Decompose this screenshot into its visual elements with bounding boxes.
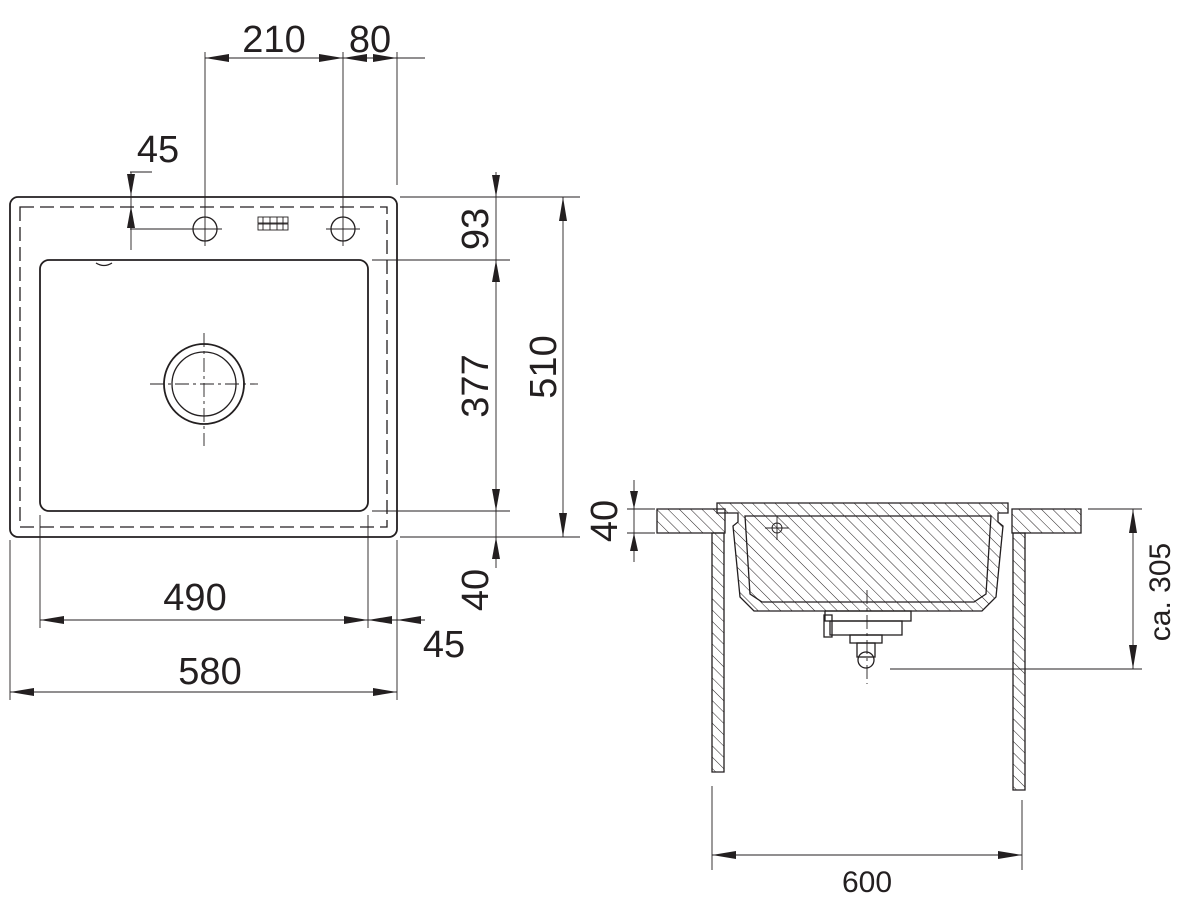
dim-overall-width: 580 <box>178 651 241 693</box>
cabinet-wall-left <box>711 532 725 773</box>
brand-logo <box>257 216 289 231</box>
dim-cabinet-width: 600 <box>842 866 892 898</box>
dim-bowl-depth: 377 <box>455 354 497 417</box>
dim-rim-depth-front: 40 <box>455 569 497 611</box>
tap-hole-right <box>326 212 360 246</box>
dim-installation-depth: ca. 305 <box>1144 543 1177 641</box>
dim-tap-hole-edge-offset: 80 <box>349 19 391 61</box>
dim-worktop-thickness: 40 <box>584 500 626 542</box>
section-view: 40 ca. 305 600 <box>584 480 1177 898</box>
tap-hole-left <box>188 212 222 246</box>
top-view: 210 80 45 93 377 40 510 490 45 580 <box>9 19 580 700</box>
cutout-dashed-outline <box>19 206 388 528</box>
cabinet-wall-right <box>1012 532 1026 791</box>
bowl-outline <box>39 259 369 512</box>
overflow-hole <box>765 516 789 540</box>
sink-outer-outline <box>9 196 398 538</box>
waste-fitting <box>823 590 912 684</box>
sink-bowl-section <box>716 502 1009 612</box>
dim-rim-depth-back: 93 <box>455 208 497 250</box>
dim-overflow-offset: 45 <box>137 129 179 171</box>
dim-bowl-width: 490 <box>163 577 226 619</box>
worktop-right <box>1011 508 1082 534</box>
dim-overall-depth: 510 <box>523 335 565 398</box>
dim-tap-hole-spacing: 210 <box>242 19 305 61</box>
dim-rim-width-side: 45 <box>423 624 465 666</box>
overflow-slot <box>95 262 113 267</box>
drain-waste <box>150 333 258 446</box>
worktop-left <box>656 508 726 534</box>
